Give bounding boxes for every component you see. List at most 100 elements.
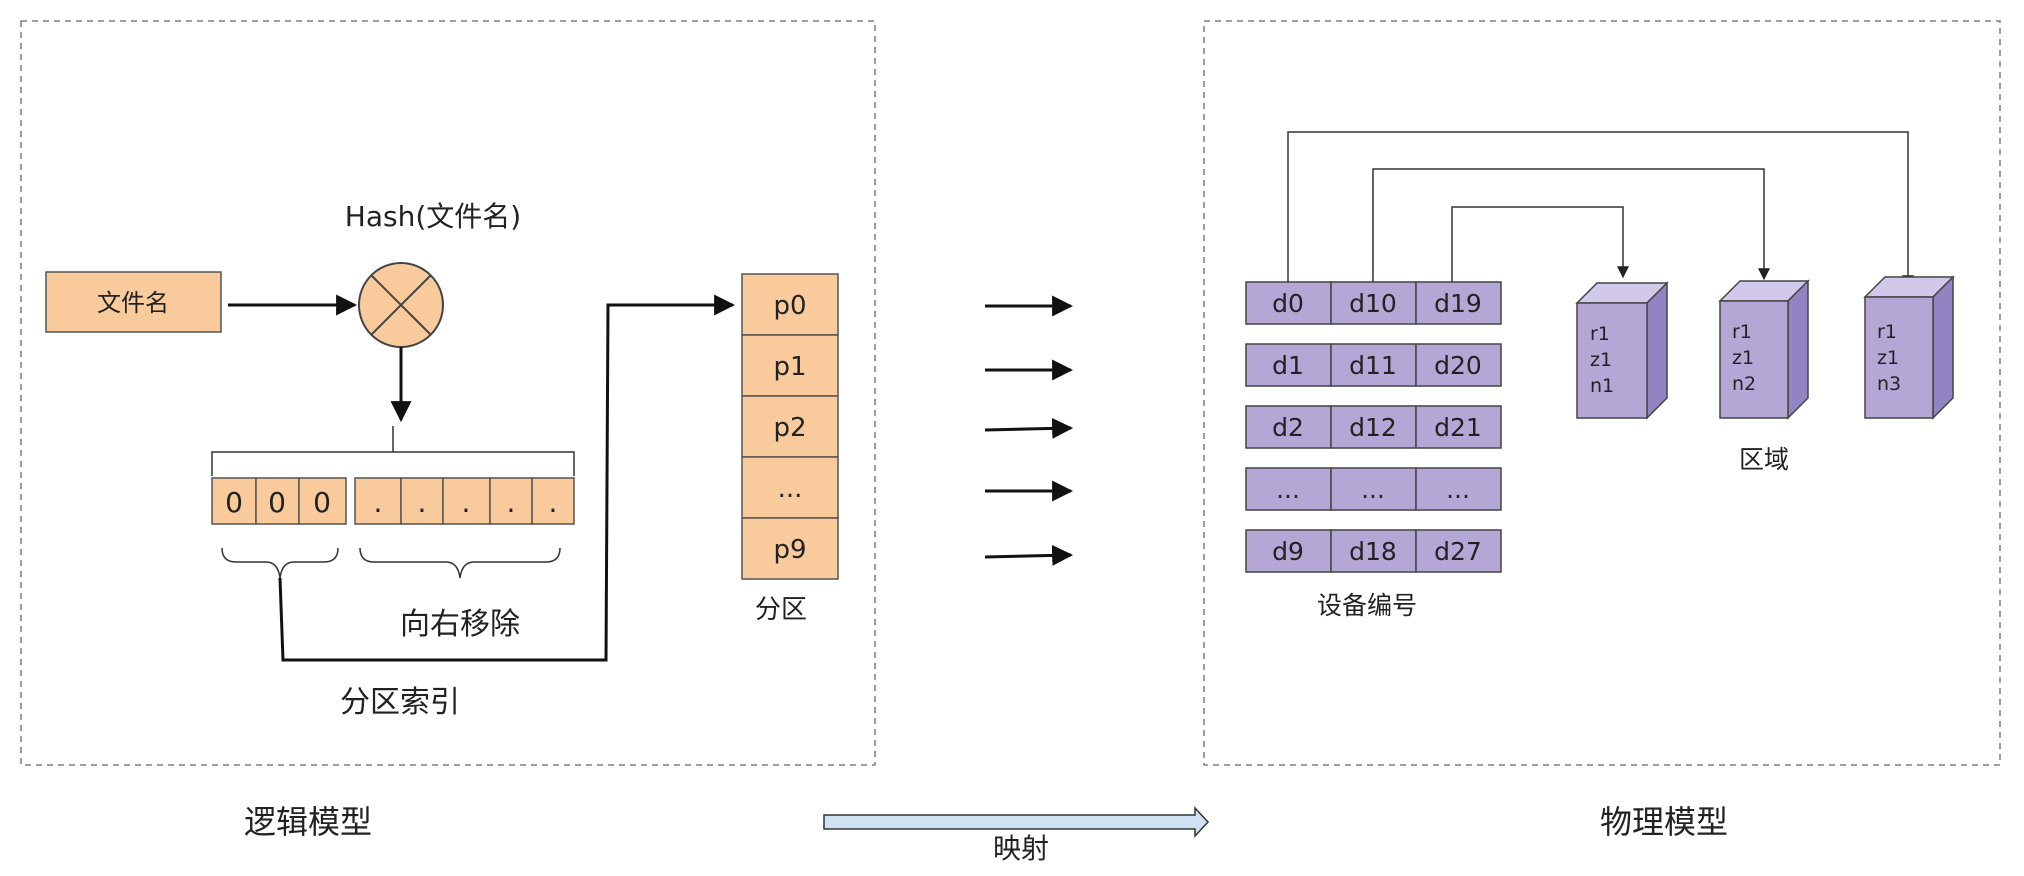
device-label: ... [1276,475,1300,504]
device-cell [1245,467,1332,511]
device-cell [1330,405,1417,449]
device-cell [1330,281,1417,325]
partition-column: p0 p1 p2 ... p9 [741,273,839,580]
partitions-label: 分区 [755,595,807,625]
physical-model-frame [1203,20,2001,766]
device-cell [1245,343,1332,387]
device-row: d9 d18 d27 [1245,529,1502,573]
zone-line: r1 [1877,321,1897,343]
zone-line: n3 [1877,373,1901,395]
zone-box: r1 z1 n2 [1718,279,1810,420]
device-label: d1 [1272,351,1304,380]
filename-box-label: 文件名 [97,289,169,317]
device-cell [1245,281,1332,325]
mapping-arrow [823,806,1210,838]
device-cell [1415,281,1502,325]
zone-box: r1 z1 n1 [1575,281,1669,420]
zone-line: z1 [1877,347,1899,369]
device-cell [1415,529,1502,573]
bit-cell [489,477,533,525]
device-label: d11 [1349,351,1397,380]
partition-cell [741,517,839,580]
bit-cell [255,477,300,525]
bit-value: . [462,486,471,519]
filename-box [45,271,222,333]
device-row: d2 d12 d21 [1245,405,1502,449]
logical-model-label: 逻辑模型 [244,803,372,841]
partition-device-arrow [984,544,1074,566]
partition-label: ... [778,474,803,504]
device-label: d9 [1272,537,1304,566]
device-label: ... [1361,475,1385,504]
partition-cell [741,334,839,397]
bit-cell [354,477,402,525]
bit-value: . [374,486,383,519]
bit-cell [442,477,491,525]
zone-line: z1 [1590,349,1612,371]
hash-label: Hash(文件名) [345,200,521,233]
bit-value: . [507,486,516,519]
bit-cell [298,477,347,525]
index-bits: 0 0 0 [211,477,347,525]
index-to-partition-arrow [278,294,736,662]
partition-label: p9 [773,535,806,565]
zone-line: r1 [1590,323,1610,345]
devices-label: 设备编号 [1317,591,1417,620]
device-zone-connector [1451,206,1629,282]
device-label: d21 [1434,413,1482,442]
device-label: d18 [1349,537,1397,566]
device-label: d10 [1349,289,1397,318]
device-cell [1245,405,1332,449]
mapping-label: 映射 [993,832,1049,865]
device-zone-connector [1287,131,1914,288]
device-row: d0 d10 d19 [1245,281,1502,325]
shift-bits-brace [359,547,561,579]
zone-line: z1 [1732,347,1754,369]
partition-cell [741,456,839,519]
logical-model-frame [20,20,876,766]
partition-cell [741,273,839,336]
device-cell [1245,529,1332,573]
bit-cell [531,477,575,525]
bit-value: . [549,486,558,519]
device-cell [1330,529,1417,573]
partition-index-label: 分区索引 [340,685,460,720]
device-zone-connector [1372,168,1770,282]
index-bits-brace [221,547,339,579]
partition-label: p1 [773,352,806,382]
bit-value: 0 [268,486,286,519]
zone-line: n1 [1590,375,1614,397]
device-label: d20 [1434,351,1482,380]
bit-value: 0 [313,486,331,519]
hash-function-icon [358,262,444,348]
partition-label: p0 [773,291,806,321]
physical-model-label: 物理模型 [1600,803,1728,841]
zones-label: 区域 [1739,445,1789,474]
device-label: d12 [1349,413,1397,442]
zone-box: r1 z1 n3 [1863,275,1955,420]
zone-line: n2 [1732,373,1756,395]
shifted-bits: . . . . . [354,477,575,525]
device-cell [1415,467,1502,511]
partition-label: p2 [773,413,806,443]
device-row: d1 d11 d20 [1245,343,1502,387]
bits-top-bracket [211,451,575,476]
partition-device-arrow [984,417,1074,439]
device-label: d27 [1434,537,1482,566]
device-cell [1330,467,1417,511]
bit-cell [400,477,444,525]
device-row: ... ... ... [1245,467,1502,511]
device-label: d2 [1272,413,1304,442]
device-cell [1415,405,1502,449]
device-grid: d0 d10 d19 d1 d11 d20 d2 d12 d21 ... ... [1245,281,1502,573]
partition-cell [741,395,839,458]
shift-label: 向右移除 [400,607,520,642]
bit-value: . [418,486,427,519]
device-label: ... [1446,475,1470,504]
device-label: d0 [1272,289,1304,318]
bit-value: 0 [225,486,243,519]
zone-line: r1 [1732,321,1752,343]
device-cell [1415,343,1502,387]
device-label: d19 [1434,289,1482,318]
